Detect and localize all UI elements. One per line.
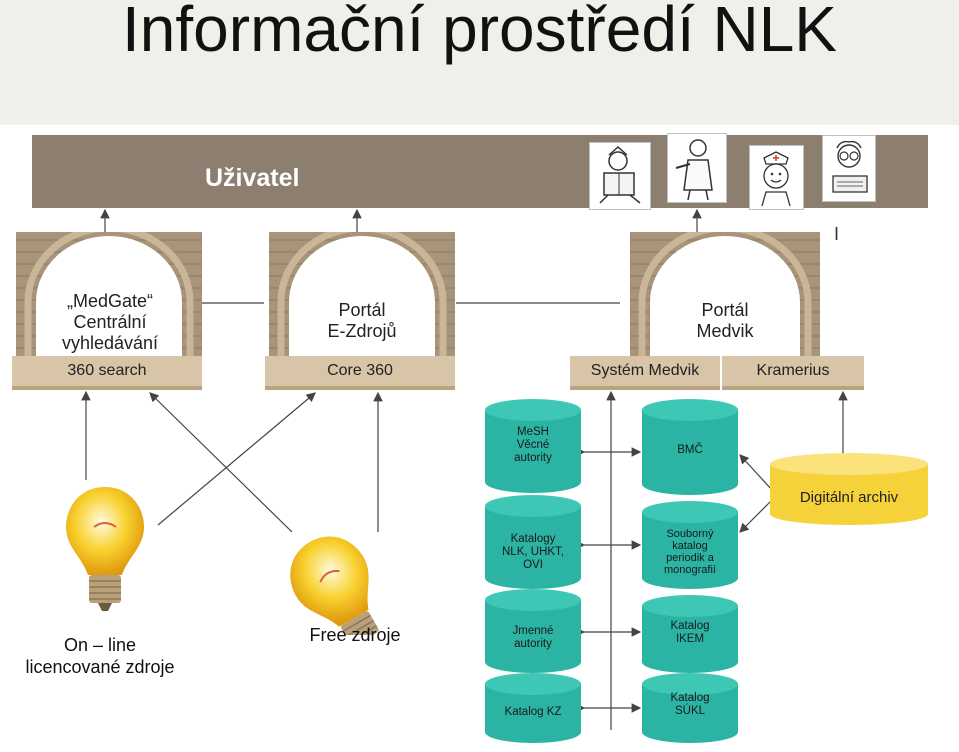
light-bulb-icon	[290, 536, 379, 635]
plaque-core-360: Core 360	[265, 356, 455, 390]
database-cylinder-icon	[485, 495, 581, 589]
brick-arch-icon	[630, 232, 820, 358]
database-cylinder-icon	[642, 501, 738, 589]
database-cylinder-icon	[485, 399, 581, 493]
database-katalogy-nlk: Katalogy NLK, UHKT, OVI	[502, 533, 564, 571]
nurse-icon	[749, 145, 804, 210]
database-mesh: MeSH Věcné autority	[514, 426, 552, 464]
database-cylinder-icon	[642, 399, 738, 495]
plaque-kramerius: Kramerius	[722, 356, 864, 390]
database-cylinder-icon	[642, 673, 738, 743]
database-katalog-ikem: Katalog IKEM	[670, 620, 710, 645]
brick-arch-icon	[16, 232, 202, 358]
plaque-system-medvik: Systém Medvik	[570, 356, 720, 390]
database-katalog-sukl: Katalog SÚKL	[670, 692, 710, 717]
archive-cylinder-icon	[770, 453, 928, 525]
user-bar-label: Uživatel	[205, 164, 300, 192]
database-cylinder-icon	[485, 589, 581, 673]
portal-label-ezdroje: Portál E-Zdrojů	[327, 300, 397, 341]
page-title: Informační prostředí NLK	[122, 0, 837, 65]
doctor-reading-icon	[589, 142, 651, 210]
digital-archive-label: Digitální archiv	[799, 489, 899, 506]
database-jmenne-autority: Jmenné autority	[512, 625, 554, 650]
light-bulb-icon	[66, 487, 144, 611]
stray-mark: I	[834, 224, 840, 244]
scientist-icon	[822, 135, 876, 202]
doctor-with-syringe-icon	[667, 133, 727, 203]
database-cylinder-icon	[642, 595, 738, 673]
plaque-360-search: 360 search	[12, 356, 202, 390]
database-cylinder-icon	[485, 673, 581, 743]
database-katalog-kz: Katalog KZ	[504, 706, 562, 718]
database-soubor-katalog: Souborný katalog periodik a monografií	[664, 528, 716, 576]
source-label-online: On – line licencované zdroje	[25, 635, 175, 677]
brick-arch-icon	[269, 232, 455, 358]
portal-label-medvik: Portál Medvik	[696, 300, 754, 341]
diagram-panel	[0, 125, 959, 752]
database-bmc: BMČ	[677, 444, 703, 456]
portal-label-medgate: „MedGate“ Centrální vyhledávání	[61, 291, 159, 353]
source-label-free: Free zdroje	[309, 625, 401, 645]
